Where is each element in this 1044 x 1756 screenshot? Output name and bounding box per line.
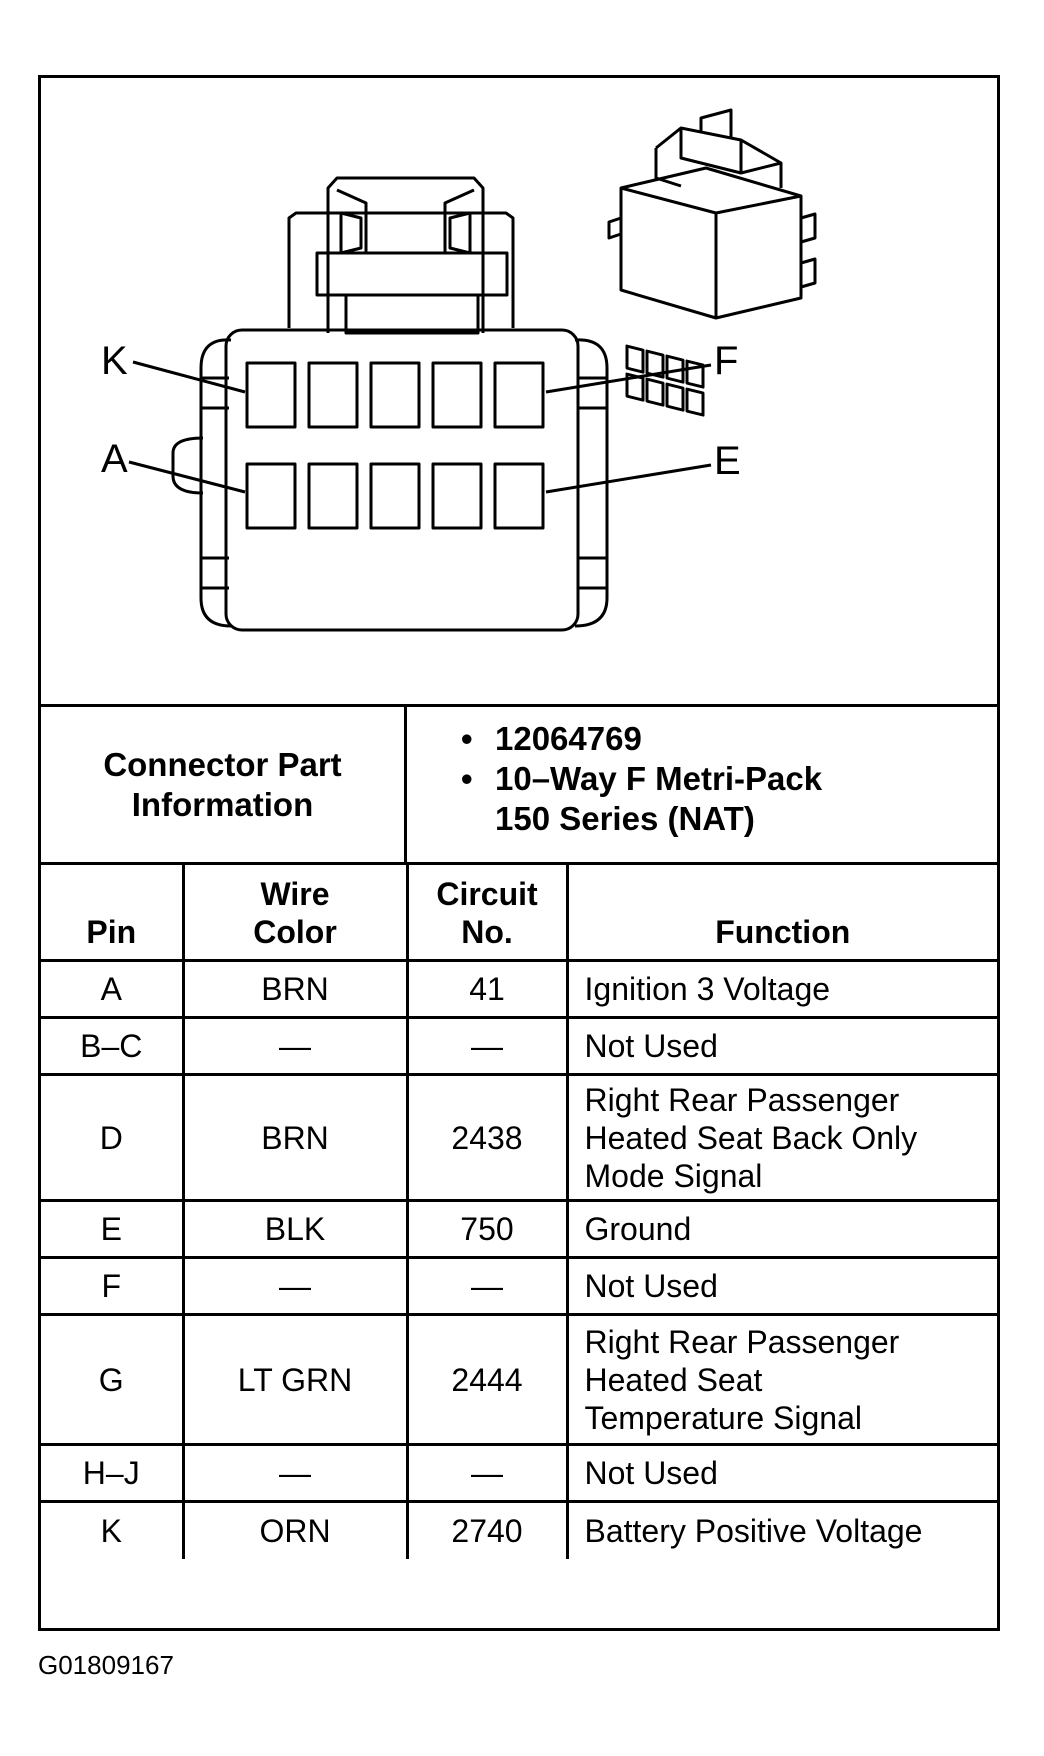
cell-pin: B–C	[41, 1016, 185, 1076]
connector-diagram: K A F E	[41, 78, 997, 704]
cell-pin: D	[41, 1073, 185, 1202]
table-row: E BLK 750 Ground	[41, 1199, 997, 1259]
description-bullet: 10–Way F Metri-Pack 150 Series (NAT)	[461, 759, 822, 839]
header-circuit-no: Circuit No.	[405, 862, 569, 962]
leader-a	[128, 460, 246, 494]
cell-wire-color: BRN	[181, 1073, 409, 1202]
connector-shroud-outline	[287, 211, 515, 328]
cell-wire-color: ORN	[181, 1500, 409, 1559]
part-number: 12064769	[495, 720, 642, 757]
table-row: H–J — — Not Used	[41, 1443, 997, 1503]
cell-wire-color: BLK	[181, 1199, 409, 1259]
header-function: Function	[565, 862, 997, 962]
pin-table-header: Pin Wire Color Circuit No. Function	[41, 862, 997, 962]
cell-function: Not Used	[565, 1016, 997, 1076]
connector-figure-frame: K A F E Connector Part Information 12064…	[38, 75, 1000, 1631]
cell-wire-color: —	[181, 1256, 409, 1316]
header-wire-color: Wire Color	[181, 862, 409, 962]
cell-pin: E	[41, 1199, 185, 1259]
cell-function: Ignition 3 Voltage	[565, 959, 997, 1019]
connector-body	[224, 328, 580, 632]
cell-wire-color: —	[181, 1016, 409, 1076]
cell-circuit-no: 750	[405, 1199, 569, 1259]
cell-circuit-no: 2438	[405, 1073, 569, 1202]
table-row: K ORN 2740 Battery Positive Voltage	[41, 1500, 997, 1559]
callout-k: K	[101, 339, 128, 383]
cell-function: Right Rear Passenger Heated Seat Back On…	[565, 1073, 997, 1202]
cell-function: Not Used	[565, 1443, 997, 1503]
cell-pin: H–J	[41, 1443, 185, 1503]
latch-frame	[326, 176, 485, 333]
cell-pin: K	[41, 1500, 185, 1559]
cell-wire-color: LT GRN	[181, 1313, 409, 1446]
latch-windows	[339, 211, 472, 255]
table-row: B–C — — Not Used	[41, 1016, 997, 1076]
cell-wire-color: BRN	[181, 959, 409, 1019]
callout-e: E	[714, 439, 741, 483]
connector-info-label: Connector Part Information	[41, 707, 407, 862]
figure-id: G01809167	[38, 1650, 174, 1680]
cell-function: Battery Positive Voltage	[565, 1500, 997, 1559]
latch-ramps	[336, 188, 475, 253]
header-pin: Pin	[41, 862, 185, 962]
table-row: G LT GRN 2444 Right Rear Passenger Heate…	[41, 1313, 997, 1446]
cell-circuit-no: —	[405, 1443, 569, 1503]
connector-face-drawing: K A F E	[101, 108, 817, 632]
leader-k	[132, 360, 246, 394]
connector-info-values: 12064769 10–Way F Metri-Pack 150 Series …	[461, 719, 822, 839]
latch-bar	[315, 251, 509, 297]
pin-table: Pin Wire Color Circuit No. Function A BR…	[41, 862, 997, 1559]
cell-function: Right Rear Passenger Heated Seat Tempera…	[565, 1313, 997, 1446]
table-row: F — — Not Used	[41, 1256, 997, 1316]
connector-isometric-view	[607, 108, 817, 417]
cell-circuit-no: 2740	[405, 1500, 569, 1559]
latch-stem	[344, 293, 480, 335]
cell-pin: G	[41, 1313, 185, 1446]
part-number-bullet: 12064769	[461, 719, 822, 759]
cell-pin: F	[41, 1256, 185, 1316]
cell-circuit-no: 2444	[405, 1313, 569, 1446]
callout-f: F	[714, 339, 738, 383]
table-row: D BRN 2438 Right Rear Passenger Heated S…	[41, 1073, 997, 1202]
cell-wire-color: —	[181, 1443, 409, 1503]
left-outer-rib	[199, 338, 232, 628]
table-row: A BRN 41 Ignition 3 Voltage	[41, 959, 997, 1019]
cell-function: Ground	[565, 1199, 997, 1259]
connector-part-information: Connector Part Information 12064769 10–W…	[41, 704, 997, 862]
cell-circuit-no: 41	[405, 959, 569, 1019]
cell-pin: A	[41, 959, 185, 1019]
cell-function: Not Used	[565, 1256, 997, 1316]
cell-circuit-no: —	[405, 1256, 569, 1316]
left-key	[171, 436, 204, 495]
cell-circuit-no: —	[405, 1016, 569, 1076]
leader-e	[545, 463, 712, 494]
connector-description: 10–Way F Metri-Pack 150 Series (NAT)	[495, 760, 823, 837]
callout-a: A	[101, 437, 128, 481]
